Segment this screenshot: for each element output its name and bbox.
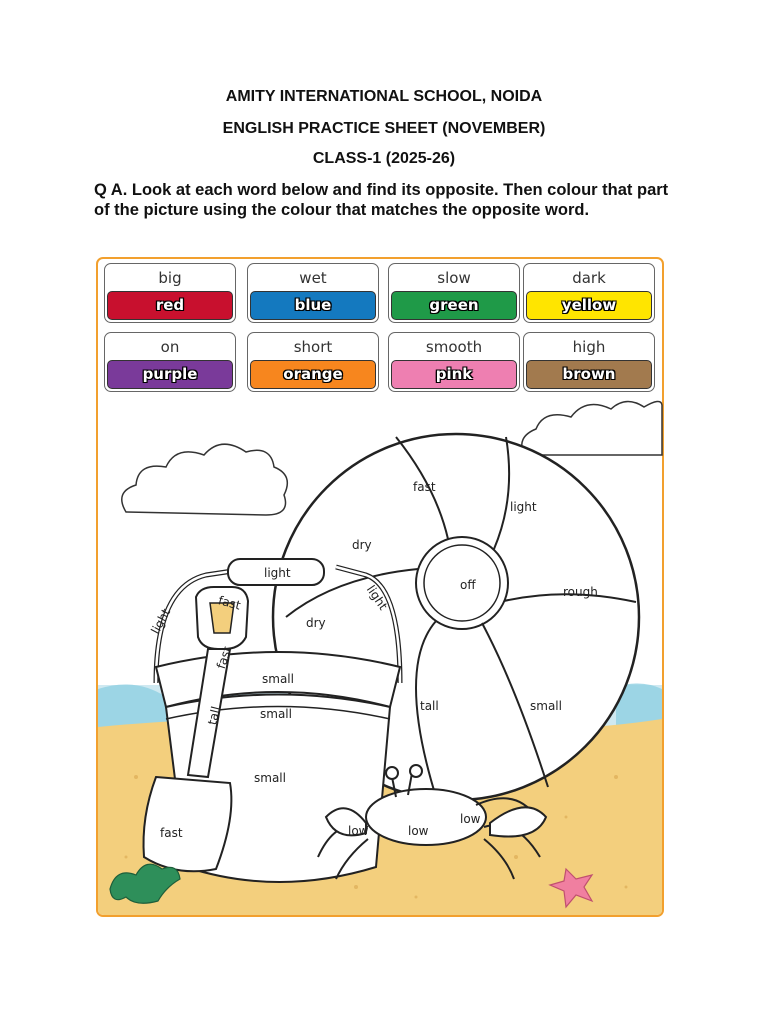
ball-label-off: off (460, 578, 476, 592)
key-word: wet (299, 269, 327, 287)
key-card-slow: slow green (388, 263, 520, 323)
ball-label-dry: dry (352, 538, 372, 552)
spade-label-fast-handle: fast (217, 593, 243, 612)
crab: low low low (317, 764, 548, 880)
key-word: short (293, 338, 333, 356)
key-card-dark: dark yellow (523, 263, 655, 323)
colour-swatch-green: green (391, 291, 517, 320)
colour-swatch-orange: orange (250, 360, 376, 389)
colour-swatch-brown: brown (526, 360, 652, 389)
colour-swatch-red: red (107, 291, 233, 320)
ball-label-small: small (530, 699, 562, 713)
key-card-wet: wet blue (247, 263, 379, 323)
ball-label-rough: rough (563, 585, 598, 599)
crab-label-low-right: low (460, 812, 481, 826)
ball-label-light: light (510, 500, 537, 514)
key-card-on: on purple (104, 332, 236, 392)
colour-swatch-blue: blue (250, 291, 376, 320)
key-card-smooth: smooth pink (388, 332, 520, 392)
key-word: slow (437, 269, 471, 287)
class-label: CLASS-1 (2025-26) (312, 150, 456, 167)
seaweed (109, 863, 181, 904)
ball-label-fast: fast (413, 480, 436, 494)
key-card-high: high brown (523, 332, 655, 392)
cloud-left (121, 443, 289, 516)
question-text: Q A. Look at each word below and find it… (94, 181, 669, 219)
key-word: on (160, 338, 180, 356)
cloud-right (521, 400, 663, 456)
bucket-label-small-band: small (260, 707, 292, 721)
spade-label-tall: tall (205, 705, 223, 727)
key-word: high (572, 338, 606, 356)
colour-swatch-yellow: yellow (526, 291, 652, 320)
key-card-big: big red (104, 263, 236, 323)
wave (616, 683, 662, 727)
colour-swatch-pink: pink (391, 360, 517, 389)
key-word: dark (572, 269, 606, 287)
worksheet-picture: fast light dry off rough tall small ligh… (96, 257, 664, 917)
beach-scene: fast light dry off rough tall small ligh… (96, 257, 664, 917)
key-word: smooth (425, 338, 483, 356)
spade-label-fast-shaft: fast (214, 644, 234, 670)
school-name: AMITY INTERNATIONAL SCHOOL, NOIDA (225, 88, 543, 105)
key-word: big (158, 269, 182, 287)
key-card-short: short orange (247, 332, 379, 392)
bucket-label-small-rim: small (262, 672, 294, 686)
spade: fast fast tall fast (142, 586, 250, 873)
spade-label-fast-blade: fast (160, 826, 183, 840)
bucket-label-light: light (264, 566, 291, 580)
ball-label-tall: tall (420, 699, 439, 713)
sheet-title: ENGLISH PRACTICE SHEET (NOVEMBER) (222, 120, 546, 137)
crab-label-low-body: low (408, 824, 429, 838)
colour-swatch-purple: purple (107, 360, 233, 389)
starfish (548, 867, 594, 909)
bucket-label-dry: dry (306, 616, 326, 630)
bucket-label-small-body: small (254, 771, 286, 785)
crab-label-low-left: low (348, 824, 369, 838)
